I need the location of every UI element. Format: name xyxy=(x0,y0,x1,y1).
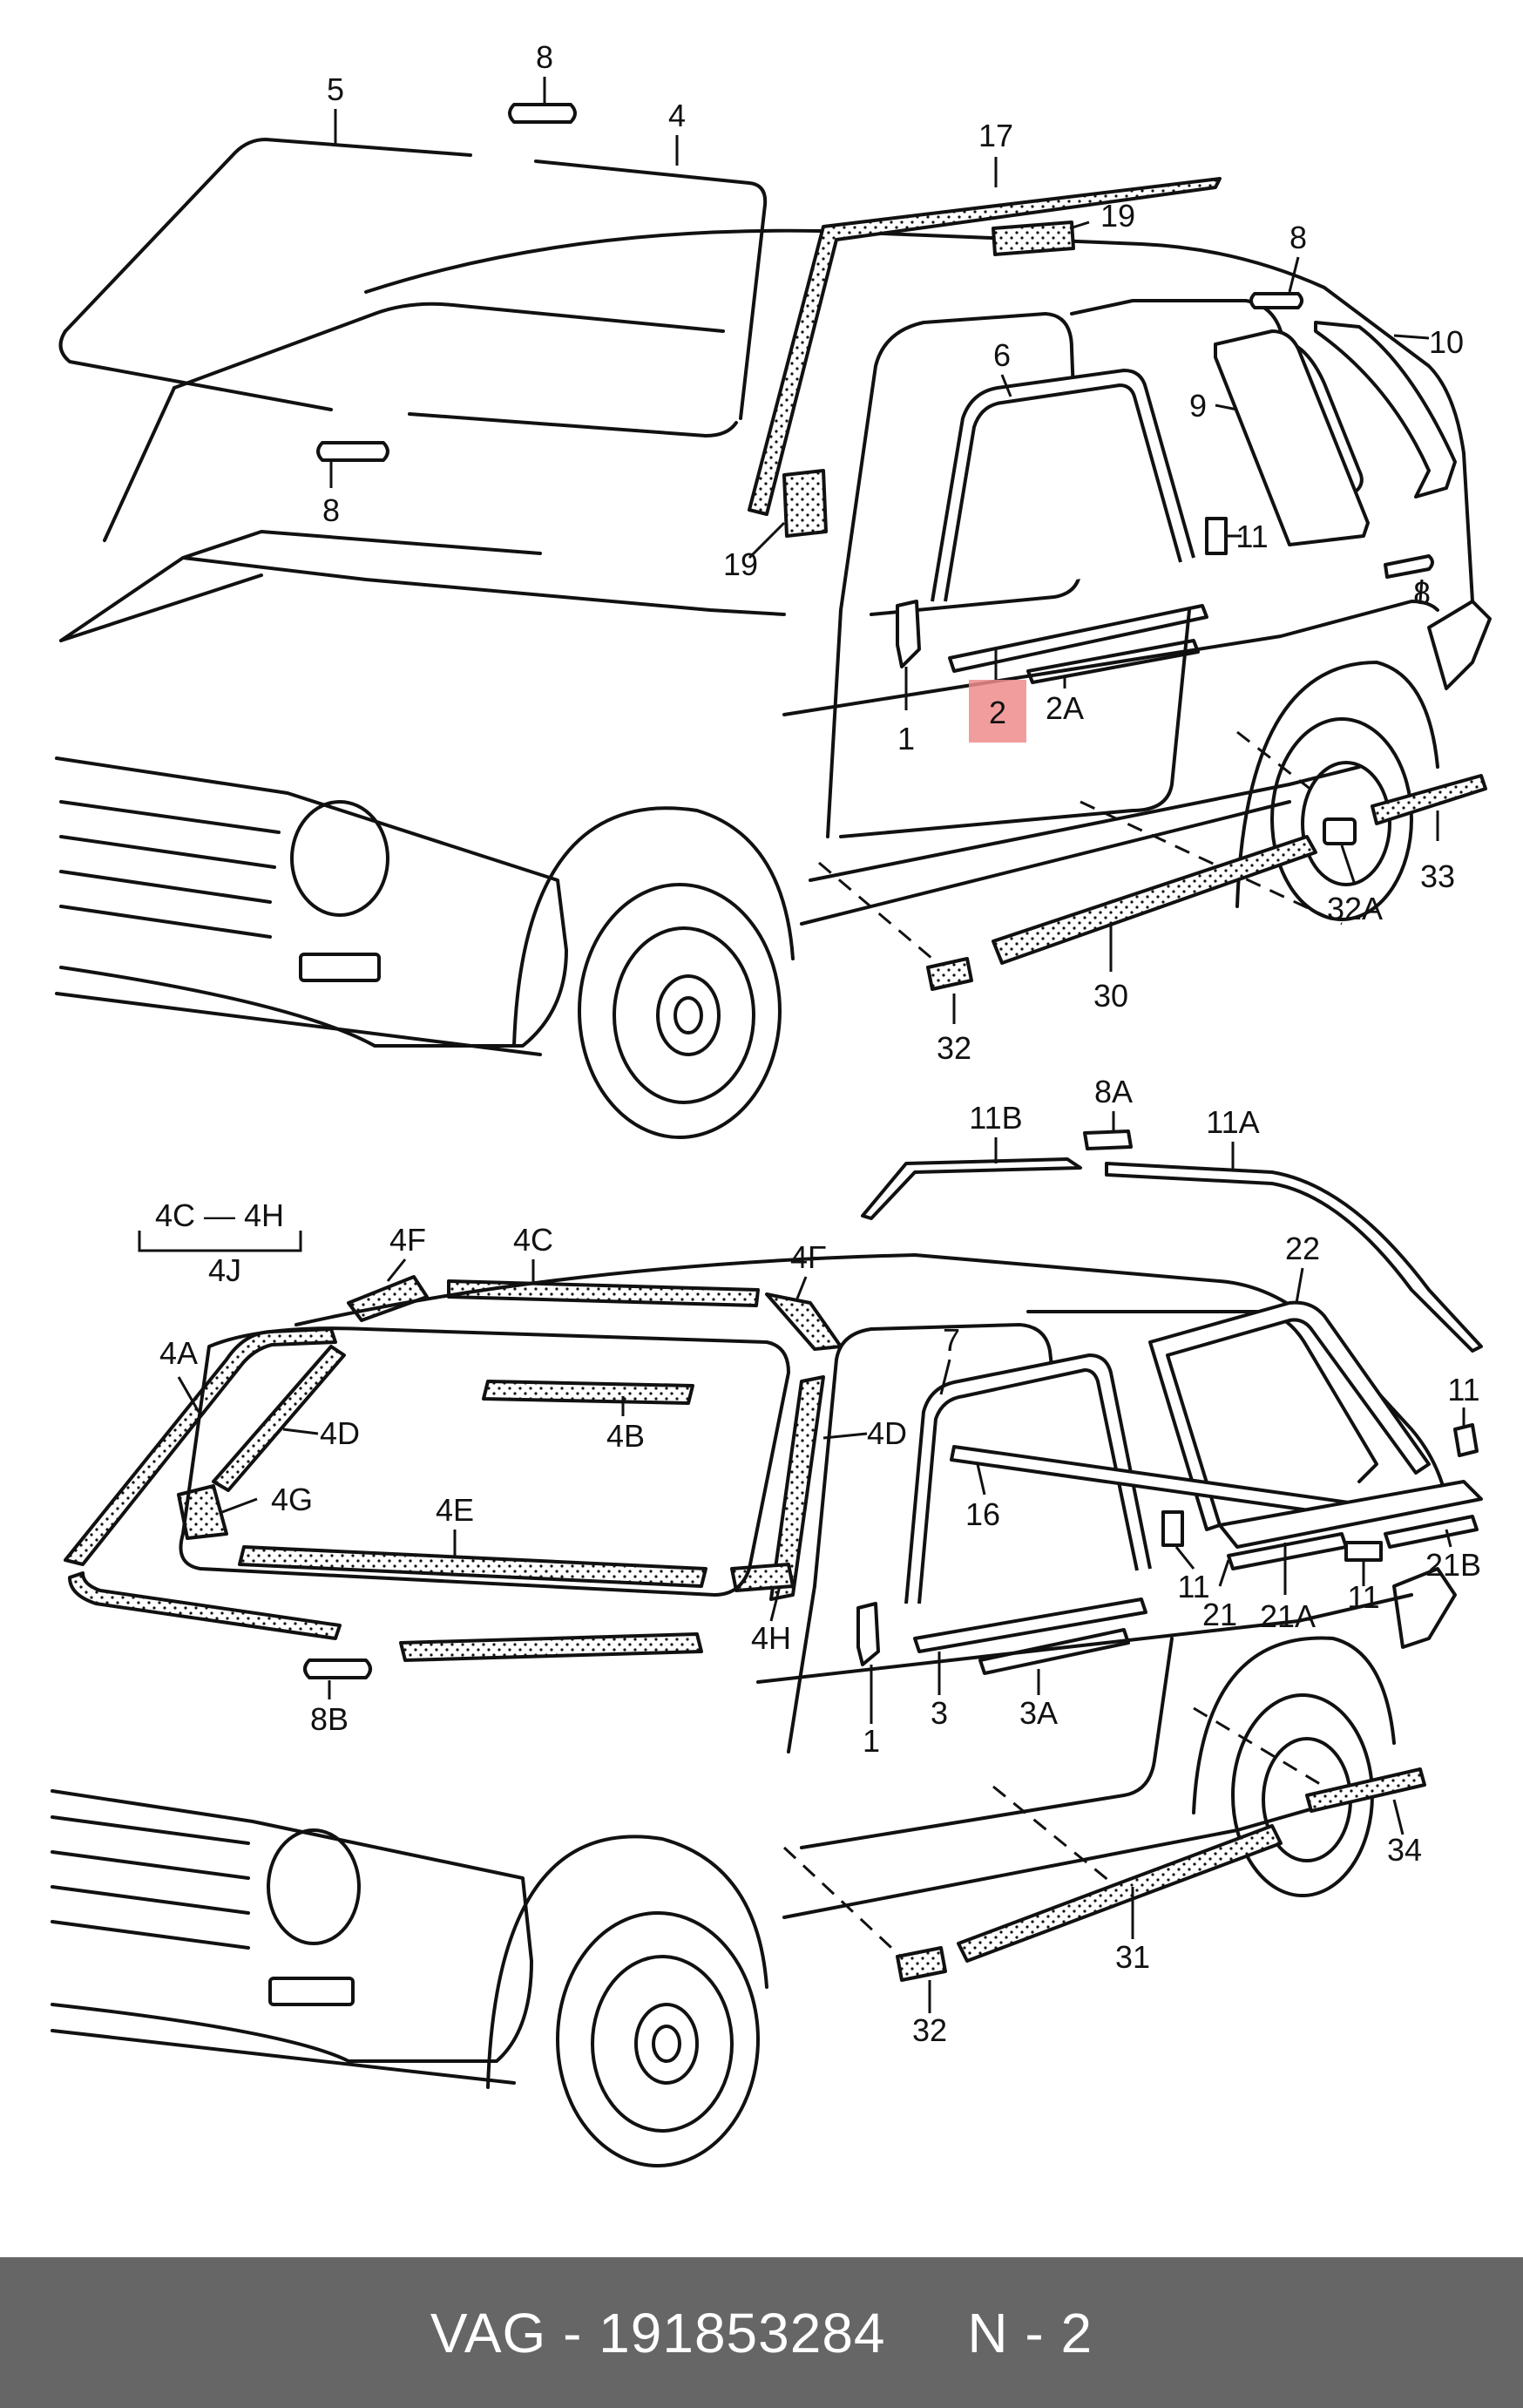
part-number-text: VAG - 191853284 N - 2 xyxy=(430,2301,1093,2364)
callout-label: 8 xyxy=(322,492,340,528)
callout-label: 4J xyxy=(208,1252,241,1288)
callout-label: 11 xyxy=(1235,519,1268,554)
callout-label: 4B xyxy=(606,1418,645,1454)
callout-label: 21A xyxy=(1260,1598,1316,1634)
callout-label: 1 xyxy=(863,1723,880,1759)
callout-label: 31 xyxy=(1115,1939,1150,1975)
callout-label: 5 xyxy=(327,71,344,107)
callout-label: 4F xyxy=(790,1239,827,1275)
callout-label: 22 xyxy=(1285,1231,1320,1266)
callout-label: 34 xyxy=(1387,1832,1422,1868)
callout-label: 17 xyxy=(978,118,1013,153)
callout-label: 4H xyxy=(751,1620,791,1656)
callout-label: 11A xyxy=(1206,1104,1259,1140)
highlighted-callout-box xyxy=(969,680,1026,743)
callout-label: 3A xyxy=(1019,1695,1058,1731)
callout-label: 30 xyxy=(1093,978,1128,1014)
callout-label: 2A xyxy=(1046,690,1084,726)
callout-label: 32 xyxy=(937,1030,971,1066)
callout-label: 4D xyxy=(867,1415,907,1451)
callout-label: 8B xyxy=(310,1701,349,1737)
callout-label: 33 xyxy=(1420,858,1455,894)
callout-leaders xyxy=(138,77,1465,2013)
bottom-car-illustration xyxy=(51,1129,1483,2167)
callout-label: 10 xyxy=(1429,324,1464,360)
callouts-bottom: 11B 8A 11A 4C — 4H 4J 4F 4C 4F 22 4A 4D … xyxy=(155,1074,1481,2048)
callout-label: 4 xyxy=(668,98,686,133)
callout-label: 6 xyxy=(993,337,1011,373)
callout-label: 32A xyxy=(1327,891,1383,926)
callout-label: 4C xyxy=(513,1222,553,1258)
callout-label: 21 xyxy=(1202,1597,1237,1632)
callout-label: 7 xyxy=(943,1322,960,1358)
callout-label: 4G xyxy=(271,1482,313,1517)
callout-label: 8 xyxy=(1413,575,1431,611)
callout-label: 8A xyxy=(1094,1074,1133,1109)
callout-label: 11 xyxy=(1177,1569,1209,1604)
callout-label: 19 xyxy=(723,546,758,582)
callout-label: 8 xyxy=(536,39,553,75)
callout-label: 4F xyxy=(389,1222,426,1258)
callout-label: 1 xyxy=(897,721,915,756)
top-car-illustration xyxy=(55,103,1492,1139)
callout-label: 11B xyxy=(969,1100,1022,1136)
callout-label: 11 xyxy=(1447,1372,1479,1407)
parts-diagram: 5 8 4 17 19 8 10 6 9 11 8 19 8 1 2 2A 33… xyxy=(51,39,1492,2167)
callout-label: 3 xyxy=(931,1695,948,1731)
callout-label: 8 xyxy=(1289,220,1307,255)
callout-label: 9 xyxy=(1189,388,1207,424)
callout-label: 16 xyxy=(965,1496,1000,1532)
callout-label: 11 xyxy=(1347,1579,1379,1615)
part-number-banner: VAG - 191853284 N - 2 xyxy=(0,2257,1523,2408)
callout-label: 4C — 4H xyxy=(155,1197,284,1233)
callout-label: 4A xyxy=(159,1335,198,1371)
callout-label: 32 xyxy=(912,2012,947,2048)
callout-label: 19 xyxy=(1100,198,1135,234)
callout-label: 2 xyxy=(989,695,1006,730)
callout-label: 4D xyxy=(320,1415,360,1451)
callout-label: 21B xyxy=(1425,1547,1481,1583)
callouts-top: 5 8 4 17 19 8 10 6 9 11 8 19 8 1 2 2A 33… xyxy=(322,39,1464,1066)
callout-label: 4E xyxy=(436,1492,474,1528)
